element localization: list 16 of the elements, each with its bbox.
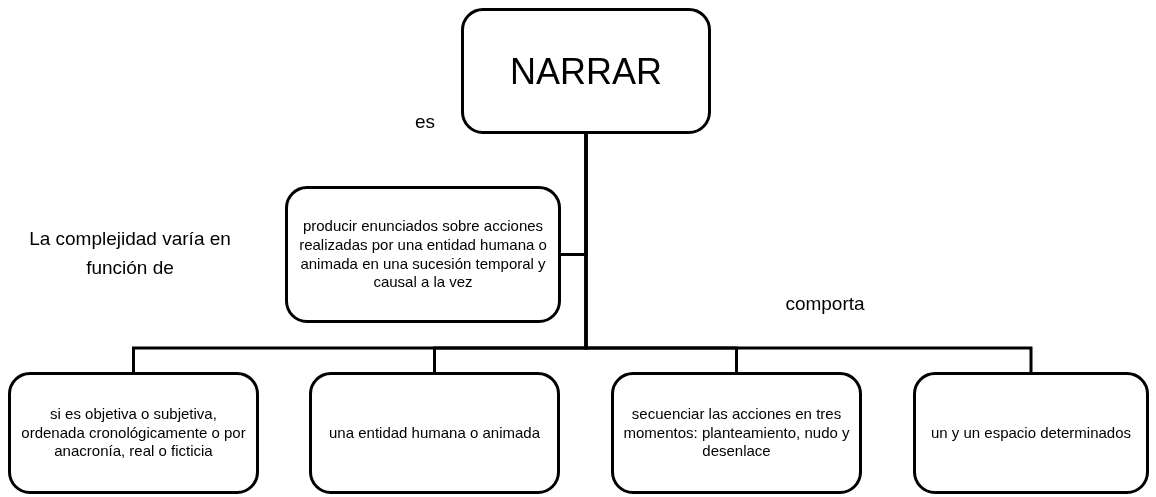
connector-line: [584, 134, 1033, 372]
node-text: si es objetiva o subjetiva, ordenada cronológicamente o por anacronía, real o ficticia: [20, 404, 247, 462]
node-text: una entidad humana o animada: [329, 423, 540, 443]
node-text: un y un espacio determinados: [930, 423, 1132, 443]
concept-box: [913, 372, 1149, 494]
concept-box: [309, 372, 560, 494]
node-text: secuenciar las acciones en tres momentos: planteamiento, nudo y desenlace: [622, 404, 851, 462]
link-phrase: comporta: [784, 292, 866, 316]
link-phrase: es: [413, 110, 437, 134]
node-text: NARRAR: [510, 49, 662, 94]
concept-box: [285, 186, 561, 323]
link-phrase: La complejidad varía en función de: [28, 227, 232, 280]
concept-box: [8, 372, 259, 494]
title-box: [461, 8, 711, 134]
node-text: producir enunciados sobre acciones realizadas por una entidad humana o animada en una sucesión temporal y causal a la vez: [298, 217, 548, 292]
concept-box: [611, 372, 862, 494]
